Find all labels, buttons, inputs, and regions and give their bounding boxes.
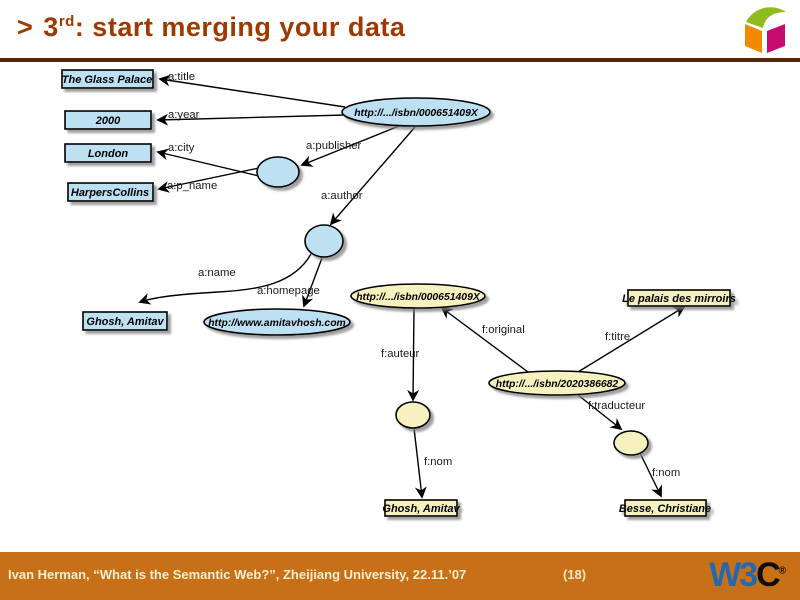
edge-f-nom-auteur: [413, 427, 427, 499]
cube-left-face: [745, 24, 762, 53]
node-blank-publisher: [256, 156, 300, 188]
node-literal-author-name: Ghosh, Amitav: [82, 311, 168, 331]
footer-credit: Ivan Herman, “What is the Semantic Web?”…: [8, 567, 467, 582]
edge-f-traducteur: [577, 394, 623, 431]
edge-a-city: [156, 148, 260, 177]
svg-text:Ghosh, Amitav: Ghosh, Amitav: [86, 316, 164, 328]
node-literal-traducteur-nom: Besse, Christiane: [619, 499, 711, 517]
node-literal-titre: Le palais des mirroirs: [622, 289, 736, 307]
edge-f-nom-traducteur: [639, 452, 662, 498]
title-ordinal: rd: [58, 13, 75, 30]
svg-text:http://.../isbn/000651409X: http://.../isbn/000651409X: [354, 108, 479, 119]
edge-a-homepage: [301, 257, 323, 308]
svg-text:http://.../isbn/2020386682: http://.../isbn/2020386682: [496, 379, 619, 390]
node-blank-auteur: [395, 401, 431, 429]
edge-a-author: [329, 126, 416, 226]
svg-text:London: London: [88, 148, 129, 160]
edge-a-year: [156, 113, 346, 126]
sweo-cube-logo: [745, 7, 786, 53]
svg-text:Besse, Christiane: Besse, Christiane: [619, 503, 711, 515]
node-uri-book-original: http://.../isbn/000651409X: [350, 283, 486, 309]
label-a-title: a:title: [168, 71, 195, 83]
edge-a-name: [138, 253, 312, 305]
w3c-logo-c: C: [756, 556, 781, 594]
node-blank-author: [304, 224, 344, 258]
slide-footer: Ivan Herman, “What is the Semantic Web?”…: [0, 552, 800, 600]
edge-f-auteur: [407, 307, 420, 402]
title-marker: >: [17, 12, 34, 42]
label-a-year: a:year: [168, 109, 200, 121]
cube-right-face: [767, 24, 785, 53]
svg-text:Ghosh, Amitav: Ghosh, Amitav: [382, 503, 460, 515]
node-uri-book-fr: http://.../isbn/2020386682: [488, 370, 626, 396]
slide-header: >3rd: start merging your data: [0, 0, 800, 58]
node-literal-glass-palace: The Glass Palace: [61, 69, 154, 89]
svg-text:http://www.amitavhosh.com: http://www.amitavhosh.com: [208, 318, 346, 329]
page-number: (18): [563, 567, 587, 582]
node-blank-traducteur: [613, 430, 649, 456]
title-text: : start merging your data: [74, 12, 406, 42]
w3c-logo-w3: W3: [709, 556, 758, 594]
node-uri-book-en: http://.../isbn/000651409X: [341, 97, 491, 127]
svg-text:2000: 2000: [95, 115, 121, 127]
yellow-graph-nodes: http://.../isbn/000651409X http://.../is…: [350, 283, 736, 517]
svg-text:http://.../isbn/000651409X: http://.../isbn/000651409X: [356, 292, 481, 303]
svg-text:Le palais des mirroirs: Le palais des mirroirs: [622, 293, 736, 305]
node-uri-homepage: http://www.amitavhosh.com: [203, 308, 351, 336]
label-f-titre: f:titre: [605, 331, 630, 343]
edge-a-p-name: [157, 167, 260, 193]
edge-f-titre: [577, 306, 686, 373]
edge-labels: a:title a:year a:city a:p_name a:publish…: [167, 71, 680, 479]
graph-edges: [138, 74, 686, 499]
cube-leaf-icon: [746, 7, 786, 28]
title-number: 3: [43, 12, 59, 42]
node-literal-publisher-name: HarpersCollins: [67, 182, 154, 202]
w3c-logo: W3C®: [709, 556, 786, 595]
label-f-auteur: f:auteur: [381, 348, 420, 360]
blue-graph-nodes: The Glass Palace 2000 London HarpersColl…: [61, 69, 491, 336]
label-f-nom-traducteur: f:nom: [652, 467, 680, 479]
edge-a-title: [158, 74, 346, 108]
edge-a-publisher: [300, 125, 400, 167]
label-f-original: f:original: [482, 324, 525, 336]
label-a-city: a:city: [168, 142, 195, 154]
label-f-nom-auteur: f:nom: [424, 456, 452, 468]
label-a-author: a:author: [321, 190, 363, 202]
label-a-publisher: a:publisher: [306, 140, 362, 152]
svg-text:The Glass Palace: The Glass Palace: [62, 74, 153, 86]
label-a-p-name: a:p_name: [167, 180, 217, 192]
label-a-name: a:name: [198, 267, 236, 279]
edge-f-original: [440, 306, 529, 373]
page-title: >3rd: start merging your data: [17, 12, 405, 43]
node-literal-auteur-nom: Ghosh, Amitav: [382, 499, 460, 517]
registered-mark-icon: ®: [778, 565, 786, 577]
svg-text:HarpersCollins: HarpersCollins: [71, 187, 149, 199]
node-literal-year: 2000: [64, 110, 152, 130]
header-divider: [0, 58, 800, 62]
label-f-traducteur: f:traducteur: [588, 400, 645, 412]
node-literal-city: London: [64, 143, 152, 163]
label-a-homepage: a:homepage: [257, 285, 320, 297]
